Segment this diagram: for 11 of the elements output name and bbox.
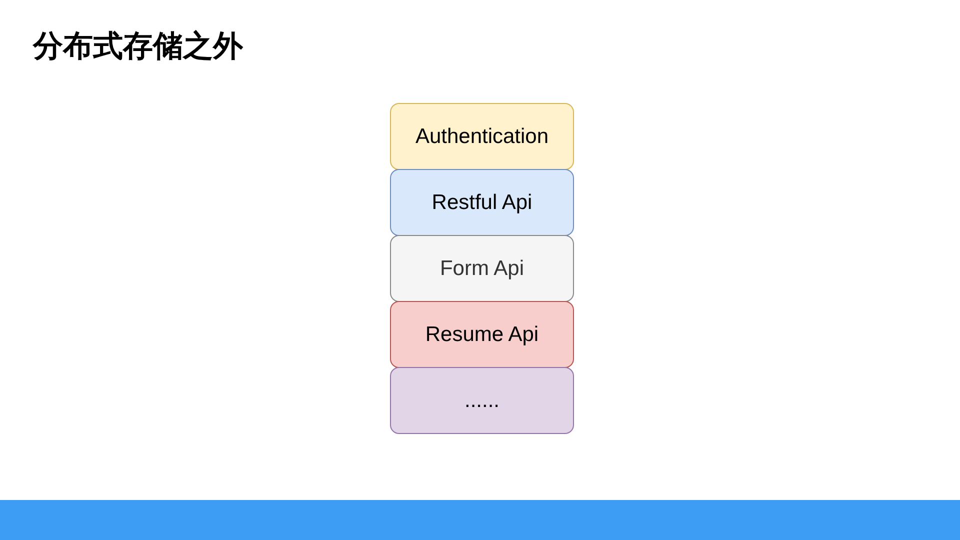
layer-box <box>390 301 574 368</box>
layer-label: Authentication <box>415 124 549 148</box>
layer-label: Restful Api <box>432 190 532 214</box>
layer-box <box>390 103 574 170</box>
slide-title: 分布式存储之外 <box>33 28 243 66</box>
layer-box <box>390 367 574 434</box>
layer-box <box>390 235 574 302</box>
layer-box <box>390 169 574 236</box>
layer-label: Form Api <box>440 256 524 280</box>
layer-label: Resume Api <box>425 322 539 346</box>
layer-label: ...... <box>464 388 500 412</box>
